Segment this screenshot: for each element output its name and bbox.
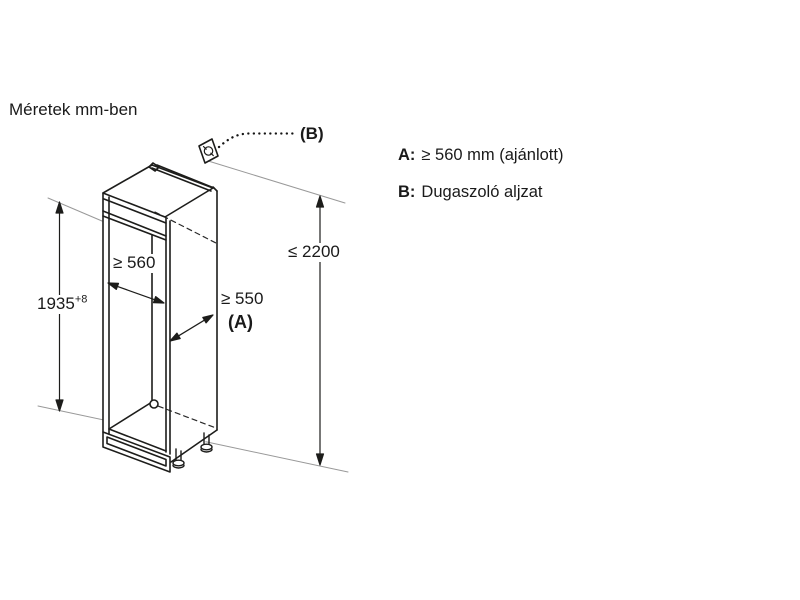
dim-label-niche-width: ≥ 560 — [111, 253, 158, 273]
back-foot-icon — [200, 432, 213, 453]
vent-rail-bottom — [102, 215, 167, 241]
legend-key-b: B: — [398, 183, 416, 201]
dim-niche-depth-arrow-left — [169, 332, 181, 342]
right-wall-top-edge-outer — [156, 164, 215, 189]
socket-ref-label: (B) — [298, 124, 326, 144]
rear-foot-circle — [149, 399, 159, 409]
legend-item-a: A: ≥ 560 mm (ajánlott) — [398, 146, 563, 165]
dim-niche-width-arrow-left — [107, 282, 120, 290]
dim-total-height — [315, 195, 325, 466]
dim-niche-depth — [169, 314, 214, 342]
dim-label-niche-depth: ≥ 550 — [219, 289, 266, 309]
dim-niche-width — [107, 282, 165, 304]
front-foot-icon — [172, 448, 185, 469]
dim-niche-width-arrow-right — [152, 296, 165, 304]
niche-floor-left-edge — [108, 401, 153, 430]
plinth-inner — [106, 436, 167, 467]
top-back-notch — [148, 162, 160, 172]
socket-outlet-circle — [203, 146, 214, 156]
legend-text-a: ≥ 560 mm (ajánlott) — [421, 146, 564, 164]
extension-line-socket-height — [204, 159, 346, 204]
dim-niche-depth-line — [176, 318, 207, 338]
legend-key-a: A: — [398, 146, 416, 164]
cabinet-silhouette — [103, 164, 218, 472]
page-title: Méretek mm-ben — [9, 100, 138, 119]
adjustable-feet — [172, 432, 213, 469]
legend-item-b: B: Dugaszoló aljzat — [398, 183, 543, 202]
socket-callout — [198, 132, 296, 164]
extension-line-inner-top — [47, 197, 103, 222]
vent-rail-top — [102, 210, 167, 237]
socket-outlet-icon — [198, 138, 219, 164]
cabinet-outline — [102, 162, 218, 473]
top-slab-front-edge — [103, 198, 167, 224]
dim-total-height-arrow-down — [315, 453, 325, 466]
right-wall-top-edge-inner — [151, 167, 212, 192]
legend-text-b: Dugaszoló aljzat — [421, 183, 543, 201]
dim-label-niche-depth-ref: (A) — [226, 312, 255, 333]
dim-inner-height-value: 1935 — [37, 294, 75, 313]
dim-label-inner-height: 1935+8 — [35, 293, 90, 314]
dim-niche-width-line — [115, 285, 157, 301]
socket-outlet-contacts — [202, 145, 214, 157]
dim-inner-height-tolerance: +8 — [74, 293, 88, 306]
niche-floor-front-edge — [108, 428, 167, 452]
hidden-edge-bottom-back — [149, 402, 217, 429]
dim-niche-depth-arrow-right — [202, 314, 214, 324]
dim-label-total-height: ≤ 2200 — [286, 242, 342, 262]
dim-total-height-arrow-up — [315, 195, 325, 208]
dim-inner-height-arrow-up — [55, 201, 64, 214]
right-wall-front-corner-step — [212, 186, 218, 192]
callout-dotted-line — [217, 132, 296, 149]
dim-inner-height-arrow-down — [55, 399, 64, 412]
